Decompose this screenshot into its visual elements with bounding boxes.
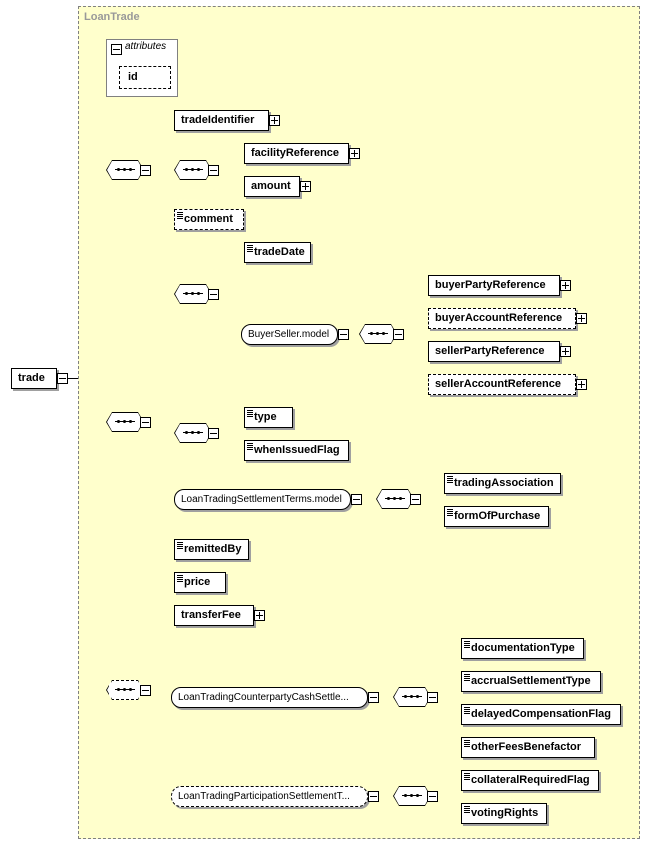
collapse-sequence-icon[interactable] (140, 165, 151, 176)
element-comment-optional[interactable]: comment (174, 209, 244, 230)
element-label: buyerAccountReference (435, 312, 563, 324)
element-sellerAccountReference-optional[interactable]: sellerAccountReference (428, 374, 576, 395)
element-accrualSettlementType[interactable]: accrualSettlementType (461, 671, 601, 692)
group-cashsettle-model[interactable]: LoanTradingCounterpartyCashSettle... (171, 687, 368, 708)
expand-icon[interactable] (576, 379, 587, 390)
element-remittedBy[interactable]: remittedBy (174, 539, 249, 560)
element-label: buyerPartyReference (435, 279, 546, 291)
element-label: tradingAssociation (454, 477, 554, 489)
sequence-compositor-2a (174, 284, 212, 304)
element-facilityReference[interactable]: facilityReference (244, 143, 349, 164)
sequence-compositor-3-optional (106, 680, 144, 700)
element-tradeIdentifier[interactable]: tradeIdentifier (174, 110, 269, 131)
collapse-group-icon[interactable] (351, 494, 362, 505)
element-price[interactable]: price (174, 572, 226, 593)
element-label: remittedBy (184, 543, 242, 555)
collapse-trade-icon[interactable] (57, 373, 68, 384)
collapse-group-icon[interactable] (338, 329, 349, 340)
element-label: tradeIdentifier (181, 114, 255, 126)
element-tradingAssociation[interactable]: tradingAssociation (444, 473, 561, 494)
sequence-compositor-2 (106, 412, 144, 432)
element-amount[interactable]: amount (244, 176, 300, 197)
element-votingRights[interactable]: votingRights (461, 803, 547, 824)
expand-icon[interactable] (560, 346, 571, 357)
expand-icon[interactable] (269, 115, 280, 126)
collapse-group-icon[interactable] (368, 692, 379, 703)
collapse-sequence-icon[interactable] (427, 791, 438, 802)
element-label: otherFeesBenefactor (471, 741, 582, 753)
sequence-compositor-buyerseller (359, 324, 397, 344)
collapse-attributes-icon[interactable] (111, 44, 122, 55)
group-participation-model-optional[interactable]: LoanTradingParticipationSettlementT... (171, 786, 368, 807)
group-label: LoanTradingCounterpartyCashSettle... (178, 692, 349, 703)
sequence-compositor-2b (174, 423, 212, 443)
element-label: transferFee (181, 609, 241, 621)
sequence-compositor-settlementterms (376, 489, 414, 509)
panel-title: LoanTrade (84, 11, 140, 23)
collapse-sequence-icon[interactable] (208, 428, 219, 439)
collapse-sequence-icon[interactable] (208, 289, 219, 300)
element-label: votingRights (471, 807, 539, 819)
element-transferFee[interactable]: transferFee (174, 605, 254, 626)
element-label: formOfPurchase (454, 510, 541, 522)
root-element-trade[interactable]: trade (11, 368, 57, 389)
element-label: price (184, 576, 211, 588)
element-tradeDate[interactable]: tradeDate (244, 242, 311, 263)
element-whenIssuedFlag[interactable]: whenIssuedFlag (244, 440, 349, 461)
expand-icon[interactable] (349, 148, 360, 159)
element-delayedCompensationFlag[interactable]: delayedCompensationFlag (461, 704, 621, 725)
expand-icon[interactable] (576, 313, 587, 324)
collapse-sequence-icon[interactable] (140, 685, 151, 696)
collapse-sequence-icon[interactable] (393, 329, 404, 340)
group-buyerseller-model[interactable]: BuyerSeller.model (241, 324, 338, 345)
attributes-label: attributes (125, 41, 167, 52)
group-label: LoanTradingSettlementTerms.model (181, 494, 342, 505)
element-label: facilityReference (251, 147, 340, 159)
group-label: BuyerSeller.model (248, 329, 330, 340)
attribute-id[interactable]: id (119, 66, 171, 89)
sequence-compositor-1 (106, 160, 144, 180)
element-label: sellerPartyReference (435, 345, 545, 357)
element-sellerPartyReference[interactable]: sellerPartyReference (428, 341, 560, 362)
element-buyerPartyReference[interactable]: buyerPartyReference (428, 275, 560, 296)
expand-icon[interactable] (560, 280, 571, 291)
element-label: amount (251, 180, 291, 192)
root-label: trade (18, 372, 45, 384)
expand-icon[interactable] (254, 610, 265, 621)
element-label: accrualSettlementType (471, 675, 591, 687)
sequence-compositor-1a (174, 160, 212, 180)
sequence-compositor-cashsettle (393, 687, 431, 707)
element-formOfPurchase[interactable]: formOfPurchase (444, 506, 549, 527)
element-label: delayedCompensationFlag (471, 708, 611, 720)
element-collateralRequiredFlag[interactable]: collateralRequiredFlag (461, 770, 599, 791)
group-settlementterms-model[interactable]: LoanTradingSettlementTerms.model (174, 489, 351, 510)
element-label: type (254, 411, 277, 423)
element-label: comment (184, 213, 233, 225)
collapse-sequence-icon[interactable] (208, 165, 219, 176)
element-label: sellerAccountReference (435, 378, 561, 390)
element-otherFeesBenefactor[interactable]: otherFeesBenefactor (461, 737, 595, 758)
element-label: collateralRequiredFlag (471, 774, 590, 786)
expand-icon[interactable] (300, 181, 311, 192)
element-label: documentationType (471, 642, 575, 654)
element-buyerAccountReference-optional[interactable]: buyerAccountReference (428, 308, 576, 329)
collapse-group-icon[interactable] (368, 791, 379, 802)
collapse-sequence-icon[interactable] (140, 417, 151, 428)
collapse-sequence-icon[interactable] (427, 692, 438, 703)
element-type[interactable]: type (244, 407, 293, 428)
element-label: whenIssuedFlag (254, 444, 340, 456)
sequence-compositor-participation (393, 786, 431, 806)
element-documentationType[interactable]: documentationType (461, 638, 584, 659)
group-label: LoanTradingParticipationSettlementT... (178, 791, 350, 802)
collapse-sequence-icon[interactable] (410, 494, 421, 505)
element-label: tradeDate (254, 246, 305, 258)
